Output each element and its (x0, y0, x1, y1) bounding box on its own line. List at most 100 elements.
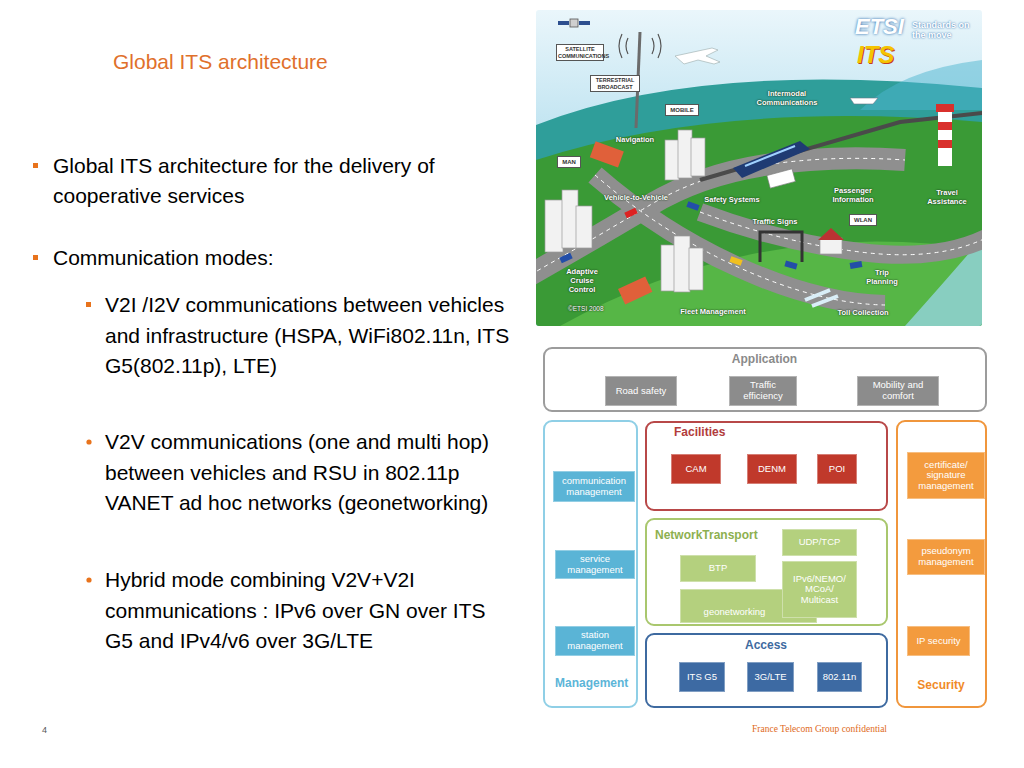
component-box: station management (555, 626, 635, 656)
airplane (675, 48, 720, 64)
car (686, 201, 699, 211)
truck (618, 276, 652, 304)
building (661, 245, 675, 291)
sub-bullet-text: Hybrid mode combining V2V+V2I communicat… (105, 565, 515, 657)
solar-panel (558, 21, 569, 25)
lighthouse-tower (938, 112, 952, 166)
callout-box-label: TERRESTRIAL BROADCAST (590, 75, 640, 92)
component-box: 802.11n (817, 662, 862, 692)
component-label: pseudonym management (908, 546, 984, 567)
building (678, 130, 692, 178)
callout-label: Adaptive Cruise Control (556, 267, 608, 294)
component-box: DENM (747, 454, 797, 484)
lighthouse-top (936, 104, 954, 112)
car (624, 208, 637, 219)
component-box: UDP/TCP (782, 529, 857, 556)
layer-heading: Security (898, 678, 984, 692)
callout-box-label: MOBILE (665, 104, 699, 116)
bullet-text: Communication modes: (53, 243, 523, 273)
component-box: service management (555, 550, 635, 579)
component-box: pseudonym management (907, 539, 985, 575)
callout-label: Vehicle-to-Vehicle (596, 193, 676, 202)
layer-band: AccessITS G53G/LTE802.11n (645, 633, 888, 708)
callout-box-label: MAN (557, 156, 581, 168)
car (729, 256, 742, 266)
building (562, 190, 578, 248)
car (784, 261, 797, 270)
component-label: geonetworking (701, 607, 769, 618)
callout-box-label: WLAN (849, 214, 877, 226)
bullet-markers (33, 163, 92, 583)
logo-text: ETSI (855, 14, 904, 40)
solar-panel (579, 21, 590, 25)
cars (559, 201, 862, 269)
road-marking (700, 212, 982, 255)
component-label: 802.11n (820, 672, 860, 683)
road (700, 212, 982, 255)
its-illustration (536, 10, 982, 326)
callout-label: Trip Planning (865, 268, 899, 286)
callout-label: Safety Systems (697, 195, 767, 204)
layer-band: ApplicationRoad safetyTraffic efficiency… (543, 347, 987, 412)
component-box: ITS G5 (679, 662, 725, 692)
component-box: Traffic efficiency (729, 376, 797, 406)
component-label: IP security (913, 636, 963, 647)
component-box: POI (817, 454, 857, 484)
truck (590, 141, 624, 167)
component-label: UDP/TCP (796, 537, 844, 548)
callout-label: Passenger Information (822, 186, 884, 204)
component-box: IP security (907, 626, 970, 656)
sign-gantry (760, 232, 802, 262)
train-windows (745, 146, 795, 166)
roads (536, 158, 982, 305)
sky (536, 10, 982, 326)
slide-title: Global ITS architecture (113, 50, 328, 74)
bullet-square (33, 255, 38, 260)
component-box: CAM (671, 454, 721, 484)
satellite (558, 19, 590, 27)
component-label: certificate/ signature management (908, 460, 984, 492)
callout-label: Traffic Signs (745, 217, 805, 226)
component-box: Mobility and comfort (857, 376, 939, 406)
component-label: BTP (706, 563, 730, 574)
satellite-body (570, 19, 578, 27)
component-label: Traffic efficiency (730, 380, 796, 401)
layer-band: FacilitiesCAMDENMPOI (645, 421, 888, 511)
component-label: service management (556, 554, 634, 575)
logo-tagline: Standards on the move (912, 20, 974, 40)
layer-heading: Access (647, 638, 885, 652)
house (820, 238, 842, 254)
railway (700, 112, 982, 180)
sub-bullet-text: V2I /I2V communications between vehicles… (105, 290, 515, 382)
toll-booth (805, 290, 838, 306)
component-box: BTP (680, 555, 756, 582)
layer-band: Management communication management servic… (543, 420, 638, 708)
building (576, 206, 592, 248)
bullet-text: Global ITS architecture for the delivery… (53, 151, 523, 211)
callout-label: Travel Assistance (920, 188, 974, 206)
bus (767, 169, 795, 188)
component-box: certificate/ signature management (907, 452, 985, 499)
train (733, 141, 810, 178)
bullet-square (86, 302, 91, 307)
copyright-label: ©ETSI 2008 (568, 305, 628, 313)
lighthouse (936, 104, 954, 166)
car (850, 261, 863, 269)
building (691, 138, 705, 176)
road (595, 175, 885, 305)
component-box: IPv6/NEMO/ MCoA/ Multicast (782, 561, 857, 618)
component-label: CAM (682, 464, 709, 475)
boat (850, 98, 878, 104)
sub-bullet-text: V2V communications (one and multi hop) b… (105, 427, 515, 519)
lighthouse-stripe (938, 140, 952, 148)
component-box: Road safety (605, 376, 677, 406)
component-label: IPv6/NEMO/ MCoA/ Multicast (783, 574, 856, 606)
building (545, 200, 563, 252)
callout-box-label: SATELLITE COMMUNICATIONS (556, 44, 604, 61)
layer-heading: Management (555, 676, 628, 690)
house-roof (818, 228, 844, 240)
layer-heading: NetworkTransport (655, 528, 758, 542)
callout-label: Navigation (610, 135, 660, 144)
component-box: communication management (553, 471, 635, 502)
